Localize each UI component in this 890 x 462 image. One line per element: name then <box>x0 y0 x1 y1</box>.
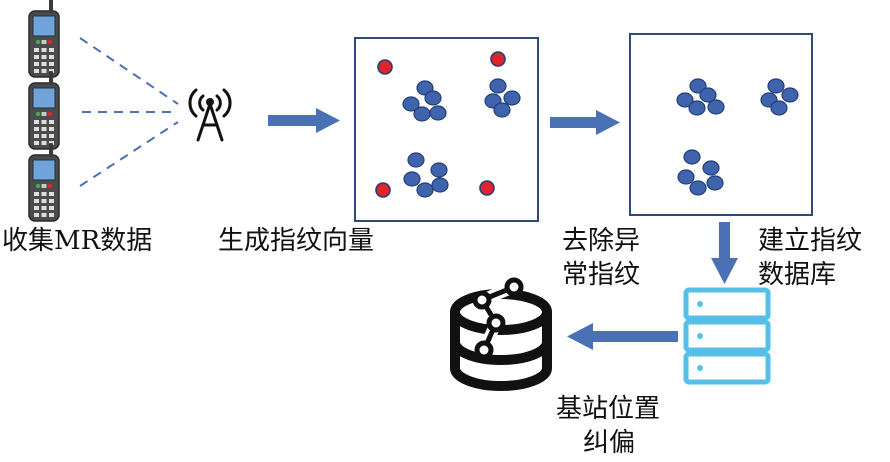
database-graph-icon <box>450 289 552 391</box>
signal-lines <box>79 37 179 187</box>
graph-network-overlay <box>472 277 524 360</box>
mobile-phone-icon-2 <box>28 70 60 150</box>
fingerprint-vector-box <box>354 37 539 222</box>
remove-outliers-label-line2: 常指纹 <box>562 260 641 290</box>
generate-fingerprint-label: 生成指纹向量 <box>218 226 375 256</box>
filtered-fingerprint-box <box>629 33 813 216</box>
arrow-to-fingerprint-box <box>268 108 340 133</box>
station-correction-label-line2: 纠偏 <box>583 428 636 458</box>
arrow-down-to-database <box>711 222 738 284</box>
station-correction-label-line1: 基站位置 <box>556 394 661 424</box>
build-database-label-line1: 建立指纹 <box>758 226 863 256</box>
remove-outliers-label-line1: 去除异 <box>562 226 641 256</box>
server-rack-icon <box>683 287 771 385</box>
build-database-label-line2: 数据库 <box>758 260 837 290</box>
collect-mr-data-label: 收集MR数据 <box>2 226 153 256</box>
antenna-tower-icon <box>188 88 232 142</box>
arrow-to-database-graph <box>567 323 678 350</box>
mobile-phone-icon-3 <box>28 142 60 222</box>
arrow-to-filtered-box <box>550 110 620 135</box>
mobile-phone-icon-1 <box>28 0 60 78</box>
